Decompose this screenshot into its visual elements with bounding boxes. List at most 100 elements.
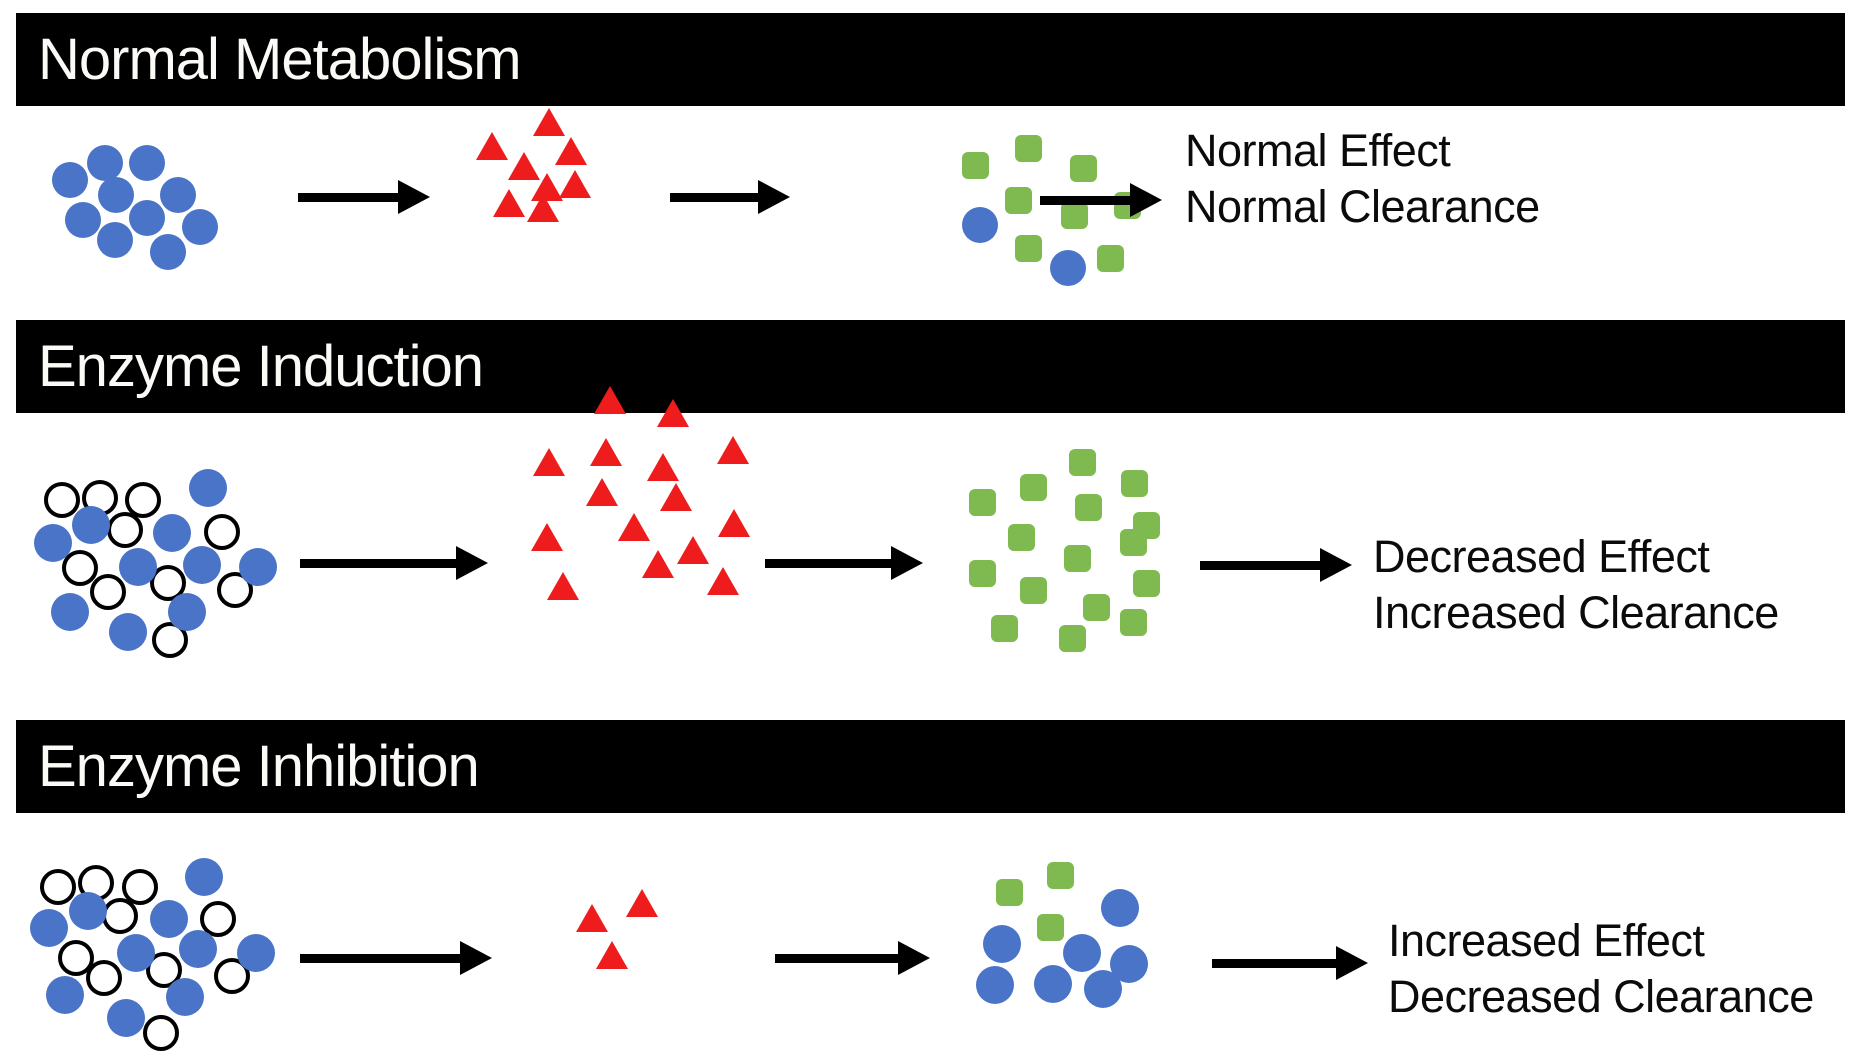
drug-dot (168, 593, 206, 631)
metabolite-square (1119, 608, 1147, 636)
drug-dot (72, 506, 110, 544)
metabolite-square (1014, 134, 1042, 162)
enzyme-triangle (677, 536, 709, 564)
drug-dot (150, 900, 188, 938)
enzyme-triangle (533, 108, 565, 136)
inducer-circle (204, 514, 240, 550)
arrow-head (1130, 183, 1162, 217)
drug-dot (98, 177, 134, 213)
drug-dot (183, 546, 221, 584)
drug-dot (182, 209, 218, 245)
metabolite-square (995, 878, 1023, 906)
arrow-head (891, 546, 923, 580)
metabolite-square (1007, 523, 1035, 551)
section-title: Enzyme Induction (38, 334, 484, 399)
metabolite-square (1046, 861, 1074, 889)
arrow-shaft (765, 559, 895, 568)
metabolite-square (1019, 473, 1047, 501)
drug-dot (160, 177, 196, 213)
drug-dot (119, 548, 157, 586)
arrow-shaft (1212, 959, 1340, 968)
result-line-effect: Decreased Effect (1373, 531, 1710, 582)
drug-dot (1063, 934, 1101, 972)
flow-arrow (1040, 183, 1162, 217)
flow-arrow (775, 941, 930, 975)
drug-dot (97, 222, 133, 258)
flow-arrow (1200, 548, 1352, 582)
result-line-clearance: Decreased Clearance (1388, 971, 1814, 1022)
metabolite-square (1069, 154, 1097, 182)
inhibitor-circle (40, 869, 76, 905)
arrow-shaft (300, 954, 464, 963)
drug-dot (30, 909, 68, 947)
flow-arrow (300, 941, 492, 975)
drug-dot (129, 145, 165, 181)
enzyme-triangle (647, 453, 679, 481)
metabolite-square (1036, 913, 1064, 941)
enzyme-triangle (576, 904, 608, 932)
arrow-shaft (1200, 561, 1324, 570)
metabolite-square (1074, 493, 1102, 521)
section-title: Enzyme Inhibition (38, 734, 480, 799)
enzyme-triangle (618, 513, 650, 541)
drug-dot (179, 930, 217, 968)
result-text-induction: Decreased Effect Increased Clearance (1373, 529, 1779, 641)
drug-dot (109, 613, 147, 651)
drug-dot (983, 925, 1021, 963)
section-header-enzyme-induction: Enzyme Induction (16, 320, 1845, 413)
enzyme-triangle (586, 478, 618, 506)
inducer-circle (152, 622, 188, 658)
enzyme-triangle (596, 941, 628, 969)
metabolite-square (1082, 593, 1110, 621)
section-header-normal-metabolism: Normal Metabolism (16, 13, 1845, 106)
drug-dot (46, 976, 84, 1014)
result-text-inhibition: Increased Effect Decreased Clearance (1388, 913, 1814, 1025)
arrow-shaft (1040, 196, 1134, 205)
enzyme-triangle (626, 889, 658, 917)
drug-dot (962, 207, 998, 243)
drug-dot (153, 514, 191, 552)
inhibitor-circle (86, 960, 122, 996)
enzyme-triangle (547, 572, 579, 600)
arrow-head (398, 180, 430, 214)
arrow-head (1320, 548, 1352, 582)
result-line-effect: Increased Effect (1388, 915, 1705, 966)
drug-dot (239, 548, 277, 586)
enzyme-triangle (533, 448, 565, 476)
drug-dot (52, 162, 88, 198)
metabolite-square (1119, 528, 1147, 556)
drug-dot (1050, 250, 1086, 286)
enzyme-triangle (559, 170, 591, 198)
enzyme-triangle (590, 438, 622, 466)
drug-dot (51, 593, 89, 631)
flow-arrow (298, 180, 430, 214)
arrow-head (1336, 946, 1368, 980)
enzyme-triangle (657, 399, 689, 427)
inhibitor-circle (102, 898, 138, 934)
flow-arrow (670, 180, 790, 214)
result-line-effect: Normal Effect (1185, 125, 1451, 176)
metabolite-square (1120, 469, 1148, 497)
inducer-circle (125, 482, 161, 518)
drug-dot (69, 892, 107, 930)
enzyme-triangle (476, 132, 508, 160)
drug-dot (65, 202, 101, 238)
metabolite-square (1019, 576, 1047, 604)
section-header-enzyme-inhibition: Enzyme Inhibition (16, 720, 1845, 813)
drug-dot (129, 200, 165, 236)
enzyme-triangle (660, 483, 692, 511)
metabolite-square (1060, 201, 1088, 229)
drug-dot (117, 934, 155, 972)
metabolite-square (1068, 448, 1096, 476)
metabolite-square (990, 614, 1018, 642)
drug-dot (1034, 965, 1072, 1003)
metabolite-square (968, 559, 996, 587)
arrow-head (460, 941, 492, 975)
inhibitor-circle (143, 1015, 179, 1051)
enzyme-triangle (717, 436, 749, 464)
drug-dot (34, 524, 72, 562)
arrow-head (898, 941, 930, 975)
enzyme-triangle (493, 189, 525, 217)
drug-dot (976, 966, 1014, 1004)
metabolite-square (1096, 244, 1124, 272)
